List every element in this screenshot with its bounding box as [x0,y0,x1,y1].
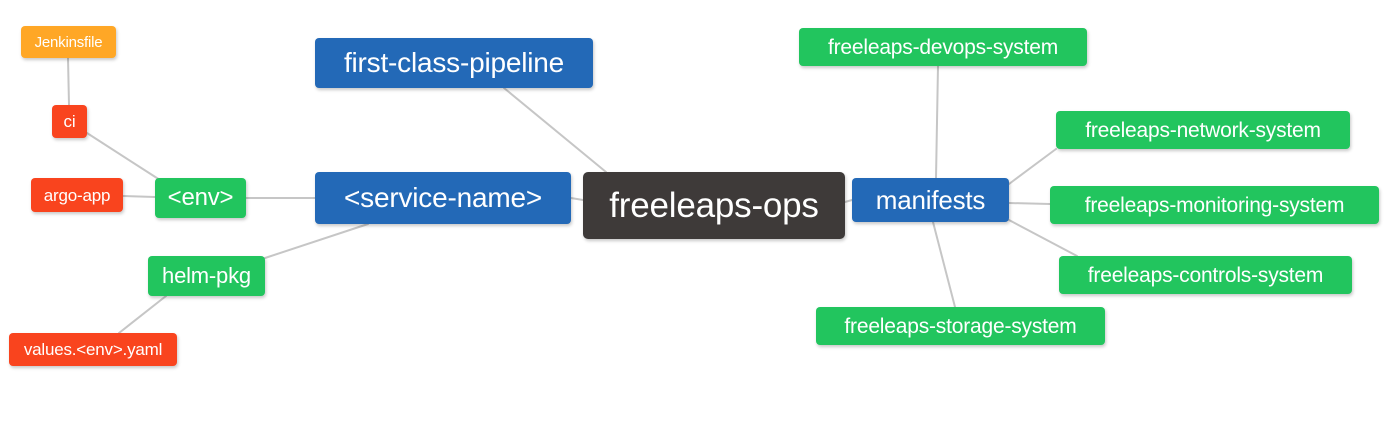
link-ci-to-env [86,132,161,181]
node-label-jenkinsfile: Jenkinsfile [34,33,103,51]
node-label-values-yaml: values.<env>.yaml [23,340,163,359]
node-freeleaps-storage-system[interactable]: freeleaps-storage-system [816,307,1105,345]
node-values-yaml[interactable]: values.<env>.yaml [9,333,177,366]
link-argo-app-to-env [122,195,156,198]
link-values-yaml-to-helm-pkg [118,295,167,334]
node-argo-app[interactable]: argo-app [31,178,123,212]
node-ci[interactable]: ci [52,105,87,138]
node-label-helm-pkg: helm-pkg [162,263,251,288]
node-freeleaps-controls-system[interactable]: freeleaps-controls-system [1059,256,1352,294]
link-manifests-to-freeleaps-controls-system [1008,219,1078,257]
node-label-freeleaps-controls-system: freeleaps-controls-system [1087,263,1324,287]
node-label-freeleaps-network-system: freeleaps-network-system [1085,118,1321,142]
node-label-ci: ci [63,112,76,131]
link-first-class-pipeline-to-freeleaps-ops [503,87,607,173]
node-freeleaps-devops-system[interactable]: freeleaps-devops-system [799,28,1087,66]
node-service-name[interactable]: <service-name> [315,172,571,224]
node-env[interactable]: <env> [155,178,246,218]
node-label-freeleaps-devops-system: freeleaps-devops-system [828,35,1058,59]
link-freeleaps-ops-to-manifests [844,199,853,203]
node-label-freeleaps-ops: freeleaps-ops [609,186,819,225]
node-label-argo-app: argo-app [43,185,111,205]
link-service-name-to-freeleaps-ops [570,197,584,201]
node-label-freeleaps-storage-system: freeleaps-storage-system [844,314,1077,338]
node-jenkinsfile[interactable]: Jenkinsfile [21,26,116,58]
node-freeleaps-network-system[interactable]: freeleaps-network-system [1056,111,1350,149]
link-manifests-to-freeleaps-storage-system [932,221,956,308]
link-manifests-to-freeleaps-network-system [1008,148,1057,185]
link-jenkinsfile-to-ci [67,57,70,106]
node-freeleaps-monitoring-system[interactable]: freeleaps-monitoring-system [1050,186,1379,224]
node-first-class-pipeline[interactable]: first-class-pipeline [315,38,593,88]
node-label-freeleaps-monitoring-system: freeleaps-monitoring-system [1084,193,1345,217]
node-freeleaps-ops[interactable]: freeleaps-ops [583,172,845,239]
node-label-first-class-pipeline: first-class-pipeline [343,47,565,78]
link-manifests-to-freeleaps-monitoring-system [1008,202,1051,205]
link-manifests-to-freeleaps-devops-system [935,65,939,179]
link-helm-pkg-to-service-name [264,223,369,259]
node-label-service-name: <service-name> [344,182,542,213]
node-label-manifests: manifests [875,185,986,215]
node-manifests[interactable]: manifests [852,178,1009,222]
node-label-env: <env> [167,184,234,211]
node-helm-pkg[interactable]: helm-pkg [148,256,265,296]
